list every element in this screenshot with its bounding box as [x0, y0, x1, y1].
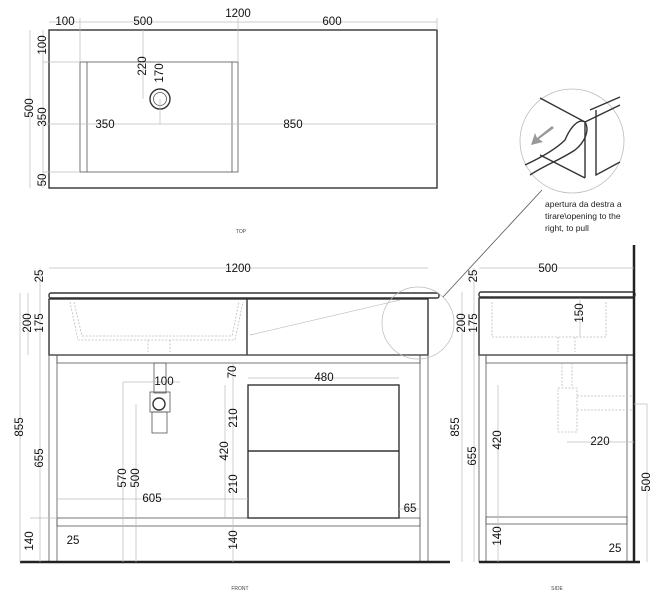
detail-note-line-3: right, to pull	[545, 223, 589, 233]
dim-top-depth: 500	[24, 98, 36, 117]
dim-front-box-height: 175	[34, 313, 46, 332]
front-leg-right	[419, 354, 429, 563]
dim-top-left-margin: 100	[55, 16, 74, 28]
dim-side-basin-depth: 150	[574, 303, 586, 322]
front-leg-left	[48, 354, 58, 563]
dim-top-overall-width: 1200	[225, 8, 251, 20]
front-view: 1200 25 200 175 855 655 140 25 570 500 6…	[14, 263, 450, 592]
dim-front-drawer-1: 210	[228, 408, 240, 427]
dim-side-upper-height: 200	[456, 313, 468, 332]
dim-front-drawers-total: 420	[219, 441, 231, 460]
hand-pull-icon	[524, 96, 621, 179]
dim-front-waste-offset: 605	[142, 493, 161, 505]
dim-top-center-left: 350	[95, 119, 114, 131]
dim-side-inner-height: 420	[492, 430, 504, 449]
dim-side-waste-height: 500	[641, 472, 653, 491]
side-countertop	[478, 291, 636, 298]
front-countertop	[48, 292, 440, 299]
dim-front-overall-width: 1200	[225, 263, 251, 275]
dim-top-basin-depth: 350	[37, 107, 49, 126]
dim-front-drawer-side: 65	[404, 503, 417, 515]
detail-callout: apertura da destra a tirare\opening to t…	[249, 88, 625, 360]
side-upper-box	[478, 297, 635, 356]
dim-front-waste-height-1: 570	[117, 468, 129, 487]
dim-front-total-height: 855	[14, 417, 26, 436]
side-view: 500 25 200 175 150 855 655 420 140 220 5…	[450, 245, 653, 592]
view-label-top: TOP	[236, 229, 247, 235]
dim-side-siphon-offset: 220	[590, 436, 609, 448]
dim-front-top-thickness: 25	[34, 270, 46, 283]
dim-side-frame-height: 655	[467, 446, 479, 465]
dim-top-drain-from-back: 220	[137, 56, 149, 75]
dim-side-total-height: 855	[450, 417, 462, 436]
detail-note-line-2: tirare\opening to the	[545, 211, 621, 221]
dim-front-drawer-width: 480	[314, 372, 333, 384]
dim-top-basin-width: 500	[133, 16, 152, 28]
dim-side-depth: 500	[538, 263, 557, 275]
dim-side-wall-gap: 25	[609, 543, 622, 555]
dim-side-box-height: 175	[468, 313, 480, 332]
dim-front-frame-height: 655	[34, 448, 46, 467]
dim-side-top-thickness: 25	[468, 270, 480, 283]
view-label-side: SIDE	[551, 586, 563, 592]
dim-front-foot-setback: 25	[67, 535, 80, 547]
dim-front-drawer-2: 210	[228, 474, 240, 493]
detail-note-line-1: apertura da destra a	[545, 199, 622, 209]
dim-front-foot-height: 140	[24, 531, 36, 550]
dim-top-right-part: 600	[322, 16, 341, 28]
dim-side-foot-height: 140	[492, 526, 504, 545]
dim-front-base-height: 140	[228, 530, 240, 549]
dim-top-back-margin: 50	[37, 174, 49, 187]
top-basin-outline	[79, 61, 239, 173]
dim-top-center-right: 850	[283, 119, 302, 131]
dim-front-waste-height-2: 500	[130, 468, 142, 487]
front-upper-box	[48, 298, 429, 356]
view-label-front: FRONT	[231, 586, 248, 592]
dim-front-siphon-width: 100	[154, 376, 173, 388]
top-countertop-outline	[48, 29, 438, 189]
dim-top-drain-offset: 170	[154, 63, 166, 82]
dim-top-front-margin: 100	[37, 35, 49, 54]
dim-front-drawer-gap-top: 70	[227, 366, 239, 379]
dim-front-upper-height: 200	[22, 313, 34, 332]
top-view: 100 500 1200 600 500 100 350 50 220 170 …	[24, 8, 438, 235]
siphon-icon	[149, 362, 171, 434]
siphon-side-icon	[557, 363, 634, 433]
